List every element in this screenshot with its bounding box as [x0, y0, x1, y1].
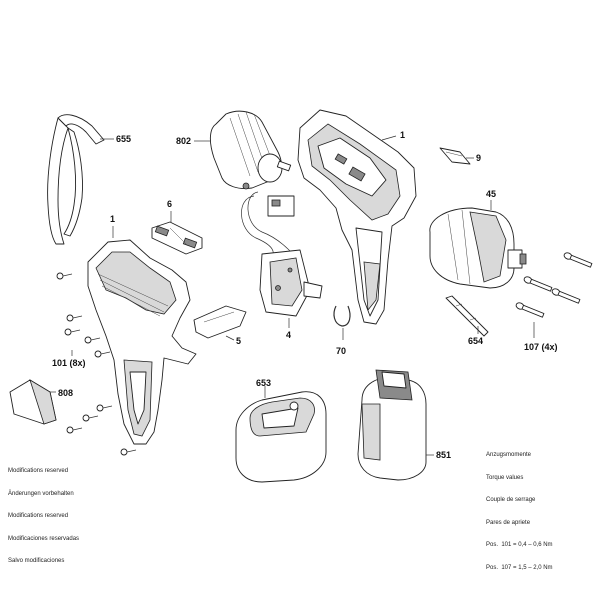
note-line: Modificaciones reservadas	[8, 535, 80, 542]
nameplate-9	[439, 147, 471, 165]
modifications-reserved-notes: Modifications reserved Änderungen vorbeh…	[8, 453, 79, 573]
label-1-left: 1	[110, 214, 115, 224]
label-45: 45	[486, 189, 496, 199]
label-101: 101 (8x)	[52, 358, 86, 368]
led-cover-5	[193, 305, 247, 339]
screwdriver-bit-654	[445, 295, 489, 337]
torque-line: Anzugsmomente	[486, 452, 532, 458]
torque-line: Couple de serrage	[486, 497, 536, 503]
torque-line: Torque values	[486, 474, 524, 481]
belt-clip-655	[47, 114, 105, 245]
motor-802	[209, 110, 292, 190]
screws-107	[515, 252, 593, 318]
label-1-top: 1	[400, 130, 405, 140]
label-9: 9	[476, 153, 481, 163]
housing-half-right-1	[297, 109, 417, 325]
label-802: 802	[176, 136, 191, 146]
label-6: 6	[167, 199, 172, 209]
switch-slider-6	[151, 221, 203, 255]
label-653: 653	[256, 378, 271, 388]
label-655: 655	[116, 134, 131, 144]
torque-line: Pos. 107 = 1,5 – 2,0 Nm	[486, 564, 553, 571]
charger-653	[235, 391, 327, 483]
label-5: 5	[236, 336, 241, 346]
battery-pack-851	[357, 369, 427, 481]
torque-values-notes: Anzugsmomente Torque values Couple de se…	[486, 437, 553, 580]
spring-clip-70	[333, 305, 351, 327]
note-line: Modifications reserved	[8, 468, 69, 474]
label-70: 70	[336, 346, 346, 356]
note-line: Modifications reserved	[8, 513, 69, 519]
note-line: Änderungen vorbehalten	[8, 490, 74, 497]
note-line: Salvo modificaciones	[8, 558, 65, 564]
label-654: 654	[468, 336, 483, 346]
label-808: 808	[58, 388, 73, 398]
label-4: 4	[286, 330, 291, 340]
torque-line: Pares de apriete	[486, 519, 531, 526]
impact-mechanism-45	[429, 207, 527, 289]
torque-line: Pos. 101 = 0,4 – 0,6 Nm	[486, 542, 553, 548]
label-851: 851	[436, 450, 451, 460]
switch-module-4	[241, 191, 323, 317]
rubber-pad-808	[9, 379, 57, 425]
screws-101	[56, 272, 137, 456]
housing-half-left-1	[87, 239, 197, 445]
label-107: 107 (4x)	[524, 342, 558, 352]
